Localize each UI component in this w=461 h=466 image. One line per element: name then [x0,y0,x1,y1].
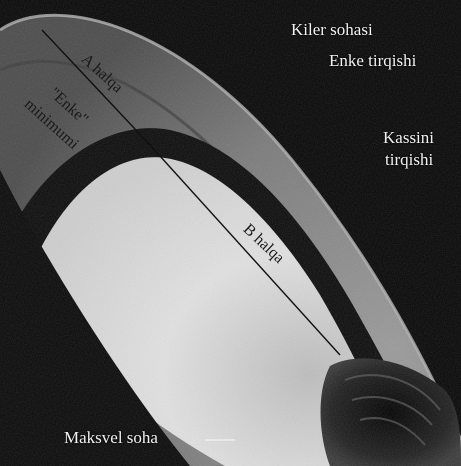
label-maxwell-zone: Maksvel soha [64,428,158,447]
label-cassini-gap-2: tirqishi [385,150,433,169]
label-encke-gap: Enke tirqishi [329,51,416,70]
label-keeler-zone: Kiler sohasi [291,20,373,39]
label-cassini-gap-1: Kassini [383,128,434,147]
